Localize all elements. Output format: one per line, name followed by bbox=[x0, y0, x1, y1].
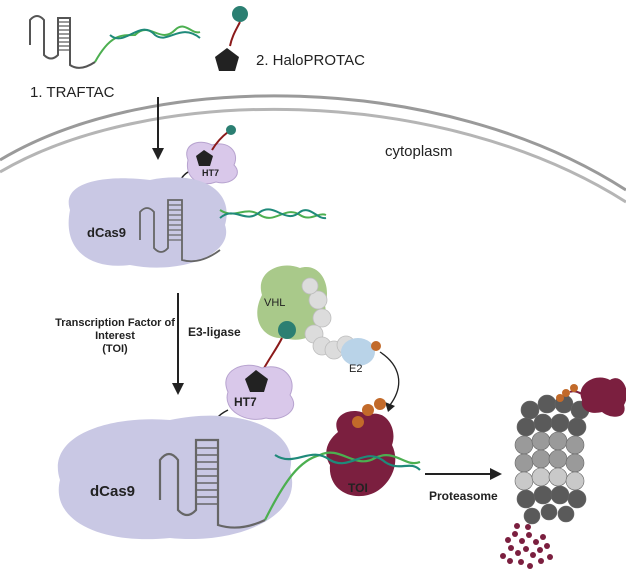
peptide-fragments bbox=[500, 523, 553, 569]
vhl-e2-complex bbox=[257, 265, 400, 412]
toi-line2: Interest bbox=[95, 330, 135, 342]
traftac-label: 1. TRAFTAC bbox=[30, 84, 115, 101]
ht7-large-label: HT7 bbox=[234, 395, 257, 409]
sgrna-hairpin-icon bbox=[29, 15, 96, 69]
dna-helix-icon bbox=[94, 25, 201, 63]
middle-arrow bbox=[172, 293, 184, 395]
entry-arrow bbox=[152, 97, 164, 160]
haloprotac-label: 2. HaloPROTAC bbox=[256, 52, 365, 69]
vhl-label: VHL bbox=[264, 297, 285, 309]
proteasome-label: Proteasome bbox=[429, 489, 498, 503]
toi-fragment bbox=[556, 377, 626, 417]
proteasome-arrow bbox=[425, 468, 502, 480]
toi-line3: (TOI) bbox=[102, 343, 128, 355]
ht7-small bbox=[179, 125, 238, 185]
ht7-large bbox=[213, 364, 295, 429]
ht7-small-label: HT7 bbox=[202, 168, 219, 178]
dcas9-top-label: dCas9 bbox=[87, 225, 126, 240]
e3-ligase-label: E3-ligase bbox=[188, 325, 241, 339]
cytoplasm-label: cytoplasm bbox=[385, 143, 453, 160]
dcas9-bottom bbox=[57, 415, 293, 540]
dcas9-bottom-label: dCas9 bbox=[90, 483, 135, 500]
cell-membrane bbox=[0, 94, 626, 204]
dcas9-top bbox=[68, 177, 327, 268]
dna-helix-bottom bbox=[264, 451, 421, 521]
toi-protein bbox=[326, 398, 396, 497]
e2-label: E2 bbox=[349, 363, 362, 375]
pentagon-ligand-icon bbox=[215, 48, 239, 71]
haloprotac-molecule bbox=[215, 6, 248, 71]
toi-line1: Transcription Factor of bbox=[55, 317, 175, 329]
proteasome-barrel-icon bbox=[514, 394, 590, 525]
toi-label: TOI bbox=[348, 481, 368, 495]
